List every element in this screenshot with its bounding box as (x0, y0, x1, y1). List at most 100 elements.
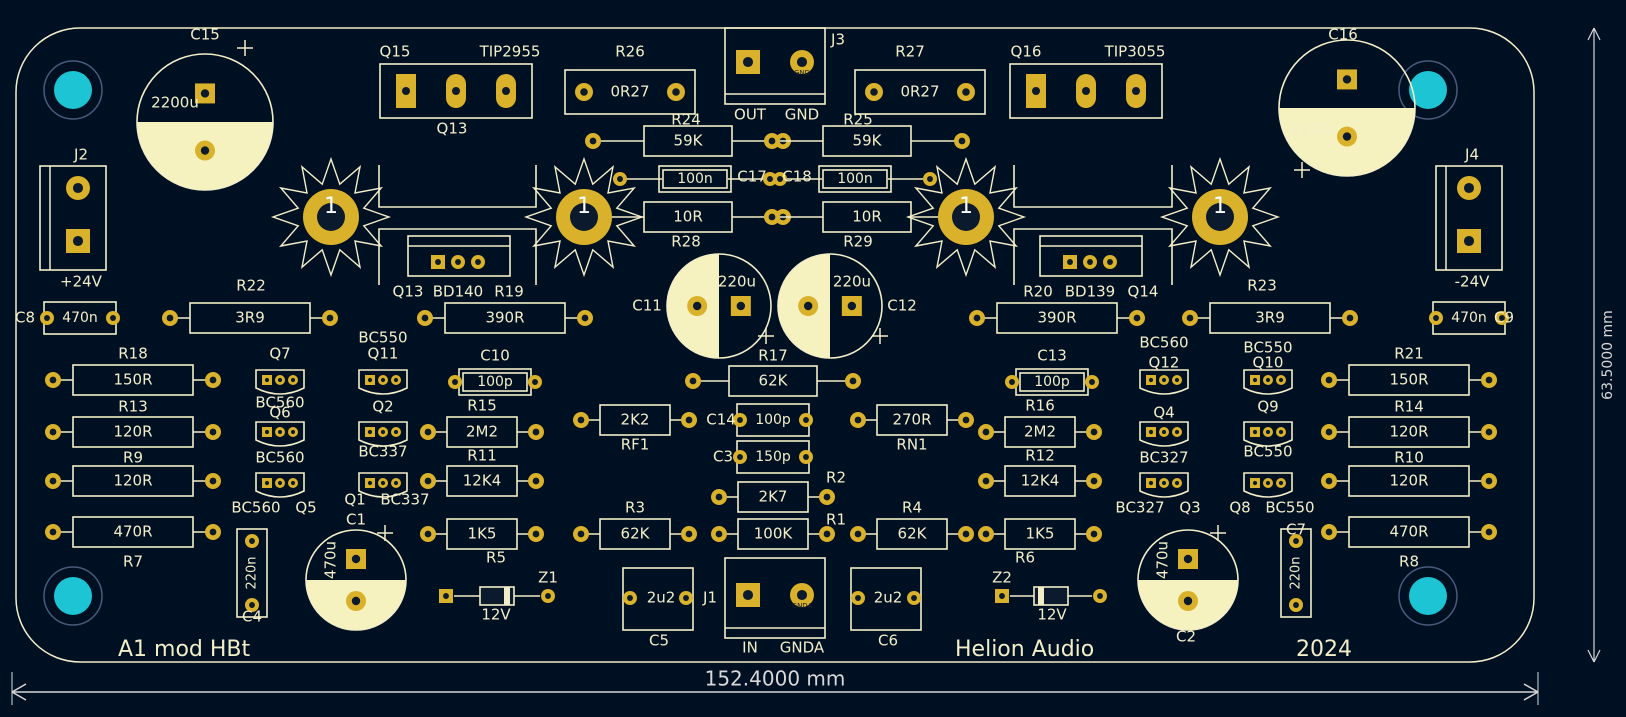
value-label: BC327 (1115, 499, 1164, 517)
value-label: 3R9 (1255, 309, 1285, 327)
ref-label: C10 (480, 347, 510, 365)
value-label: +24V (60, 273, 103, 291)
ref-label: Q3 (1179, 499, 1200, 517)
ref-label: Q1 (344, 491, 365, 509)
drill-hole (1089, 379, 1095, 385)
cathode-band (1038, 587, 1044, 605)
resistor-body (822, 201, 912, 233)
ref-label: R13 (118, 398, 148, 416)
drill-hole (737, 417, 743, 423)
drill-hole (847, 301, 857, 311)
drill-hole (380, 429, 386, 435)
resistor-body (1348, 516, 1470, 548)
drill-hole (290, 480, 296, 486)
value-label: 120R (113, 472, 152, 490)
drill-hole (1293, 602, 1299, 608)
resistor-body (643, 125, 733, 157)
ref-label: R16 (1025, 397, 1055, 415)
drill-hole (962, 416, 970, 424)
drill-hole (911, 595, 917, 601)
drill-hole (1090, 428, 1098, 436)
heatsink-star (270, 156, 392, 278)
resistor-body (1348, 465, 1470, 497)
to92-outline (1139, 472, 1189, 498)
silk-line (1587, 27, 1595, 41)
pad-number: 1 (1213, 194, 1227, 219)
silk-line (1593, 649, 1601, 663)
ref-label: Z1 (538, 569, 558, 587)
drill-hole (692, 301, 702, 311)
drill-hole (768, 137, 776, 145)
ref-label: R25 (843, 111, 873, 129)
drill-hole (715, 530, 723, 538)
value-label: BC550 (358, 329, 407, 347)
drill-hole (1433, 315, 1439, 321)
value-label: BC550 (1243, 443, 1292, 461)
heatsink-body (378, 165, 537, 285)
drill-hole (200, 146, 210, 155)
brand-name: Helion Audio (955, 637, 1094, 662)
drill-hole (1148, 377, 1154, 383)
drill-hole (502, 87, 510, 95)
cap-outline (1278, 39, 1416, 177)
drill-hole (532, 379, 538, 385)
value-label: 150R (1389, 371, 1428, 389)
drill-hole (1067, 259, 1073, 265)
ref-label: R3 (625, 499, 645, 517)
drill-hole (380, 480, 386, 486)
value-label: 470R (1389, 523, 1428, 541)
to92-outline (1243, 421, 1293, 447)
drill-hole (1252, 377, 1258, 383)
drill-hole (767, 176, 773, 182)
value-label: 62K (898, 525, 928, 543)
drill-hole (1186, 314, 1194, 322)
ref-label: Q6 (269, 404, 290, 422)
value-label: 1K5 (1026, 525, 1055, 543)
drill-hole (1009, 379, 1015, 385)
ref-label: C14 (706, 411, 736, 429)
cap-body (1019, 372, 1085, 392)
drill-hole (1463, 182, 1475, 194)
value-label: 2K2 (621, 411, 650, 429)
mounting-hole-drill (54, 577, 92, 615)
value-label: BC560 (231, 499, 280, 517)
drill-hole (1485, 428, 1493, 436)
driver-outline (1039, 235, 1143, 277)
drill-hole (1183, 596, 1193, 606)
to220-outline (1009, 63, 1163, 119)
value-label: 1K5 (468, 525, 497, 543)
value-label: TIP2955 (479, 43, 541, 61)
ref-label: C12 (887, 297, 917, 315)
ref-label: R8 (1399, 553, 1419, 571)
ref-label: R29 (843, 233, 873, 251)
resistor-body (822, 125, 912, 157)
terminal-block-J2 (39, 165, 107, 271)
drill-hole (973, 314, 981, 322)
drill-hole (1132, 87, 1140, 95)
heatsink-star (1159, 156, 1281, 278)
value-label: BD139 (1065, 283, 1115, 301)
drill-hole (982, 428, 990, 436)
to92-outline (1139, 369, 1189, 395)
pad-number: 1 (577, 194, 591, 219)
drill-hole (49, 528, 57, 536)
ref-label: C3 (713, 448, 733, 466)
ref-label: C1 (346, 511, 366, 529)
drill-hole (962, 530, 970, 538)
value-label: 100K (754, 525, 794, 543)
drill-hole (209, 477, 217, 485)
drill-hole (380, 377, 386, 383)
drill-hole (277, 377, 283, 383)
